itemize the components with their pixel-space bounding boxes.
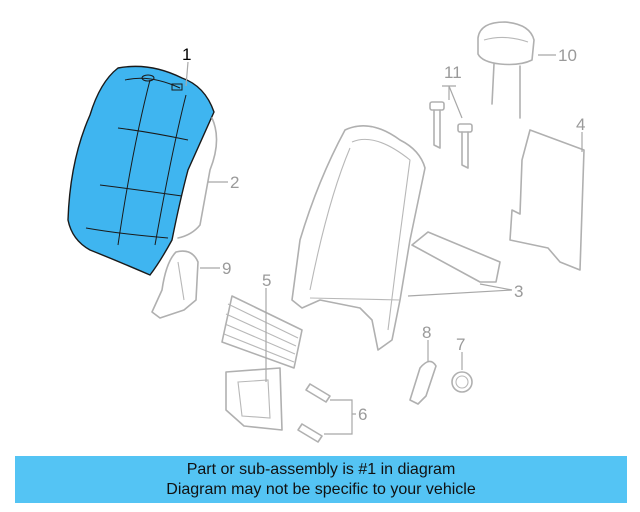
leader-1	[185, 61, 189, 87]
part-4-back-board	[509, 129, 585, 271]
callout-9: 9	[222, 259, 231, 278]
part-8-recliner-lever	[409, 360, 437, 405]
callout-6: 6	[358, 405, 367, 424]
caption-line-1: Part or sub-assembly is #1 in diagram	[186, 461, 456, 478]
part-5-lumbar-support	[221, 295, 303, 431]
part-7-knob	[451, 371, 473, 393]
part-9-side-cover	[151, 250, 199, 319]
callout-1: 1	[182, 45, 191, 64]
caption-line-2: Diagram may not be specific to your vehi…	[166, 481, 476, 498]
part-10-headrest	[477, 21, 535, 119]
diagram-caption-banner: Part or sub-assembly is #1 in diagram Di…	[15, 456, 627, 503]
callout-10: 10	[558, 46, 577, 65]
part-1-seat-back-cushion[interactable]	[67, 65, 215, 276]
parts-diagram: 1 2 10 11 4 3 9	[67, 21, 585, 443]
callout-8: 8	[422, 323, 431, 342]
callout-5: 5	[262, 271, 271, 290]
part-3-seat-frame	[291, 124, 501, 351]
part-11-headrest-guides	[429, 101, 473, 169]
leader-6	[324, 399, 356, 435]
leader-11	[442, 85, 463, 119]
part-6-bolts	[297, 383, 331, 443]
callout-3: 3	[514, 282, 523, 301]
callout-11: 11	[444, 63, 462, 82]
callout-2: 2	[230, 173, 239, 192]
callout-4: 4	[576, 115, 585, 134]
part-2-back-panel	[177, 117, 218, 239]
callout-7: 7	[456, 335, 465, 354]
leader-3	[407, 283, 513, 297]
